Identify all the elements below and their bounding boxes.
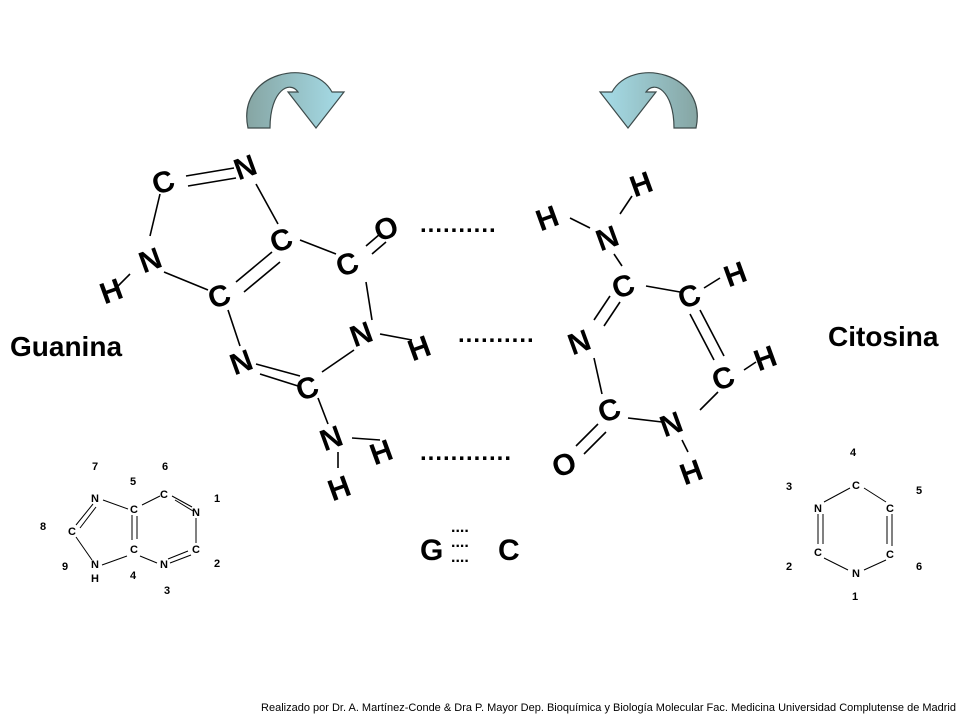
purine-number-5: 5: [130, 476, 136, 488]
purine-atom-h9: H: [91, 573, 99, 585]
cytosine-atom-c4: C: [608, 268, 640, 306]
purine-number-1: 1: [214, 493, 220, 505]
pyrimidine-atom-n3: N: [814, 503, 822, 515]
cytosine-atom-n3: N: [564, 324, 596, 362]
pyrimidine-number-3: 3: [786, 481, 792, 493]
purine-number-9: 9: [62, 561, 68, 573]
purine-atom-c6: C: [160, 489, 168, 501]
guanine-atom-n3: N: [226, 344, 258, 382]
guanine-atom-o6: O: [370, 210, 403, 249]
guanine-atom-h1: H: [404, 330, 436, 368]
guanine-atom-c4: C: [204, 278, 236, 316]
pair-dots: ....: [451, 549, 469, 566]
guanine-atom-n2: N: [316, 420, 348, 458]
cytosine-bonds: [569, 195, 757, 455]
pyrimidine-atom-c4: C: [852, 480, 860, 492]
pyrimidine-number-6: 6: [916, 561, 922, 573]
purine-number-2: 2: [214, 558, 220, 570]
guanine-label: Guanina: [10, 331, 122, 362]
purine-atom-n9: N: [91, 559, 99, 571]
cytosine-label: Citosina: [828, 321, 939, 352]
guanine-atom-c8: C: [148, 164, 180, 202]
pyrimidine-atom-n1: N: [852, 568, 860, 580]
pyrimidine-number-1: 1: [852, 591, 858, 603]
pair-letter-g: G: [420, 534, 443, 567]
guanine-atom-n7: N: [230, 149, 262, 187]
pair-letter-c: C: [498, 534, 520, 567]
guanine-atom-n9: N: [135, 242, 167, 280]
pyrimidine-number-2: 2: [786, 561, 792, 573]
purine-number-3: 3: [164, 585, 170, 597]
guanine-atom-h2a: H: [366, 434, 398, 472]
pair-dots: ....: [451, 519, 469, 536]
pyrimidine-atom-c6: C: [886, 549, 894, 561]
credit-line: Realizado por Dr. A. Martínez-Conde & Dr…: [261, 702, 956, 714]
purine-atom-n1: N: [192, 507, 200, 519]
purine-numbering-diagram: N C N H C C N C N C 7 6 5 1 8 9 4 2 3: [40, 461, 220, 597]
guanine-bonds: [117, 167, 413, 468]
curved-flip-arrow-right-icon: [246, 72, 346, 129]
cytosine-atom-h5: H: [720, 256, 752, 294]
purine-number-6: 6: [162, 461, 168, 473]
cytosine-atom-c6: C: [708, 360, 740, 398]
guanine-atom-n1: N: [346, 316, 378, 354]
cytosine-atom-h1: H: [676, 454, 708, 492]
cytosine-atom-h6: H: [750, 340, 782, 378]
purine-atom-n3: N: [160, 559, 168, 571]
purine-atom-n7: N: [91, 493, 99, 505]
purine-atom-c4: C: [130, 544, 138, 556]
guanine-atom-h9: H: [96, 273, 128, 311]
purine-atom-c2: C: [192, 544, 200, 556]
curved-flip-arrow-left-icon: [598, 72, 698, 129]
cytosine-atom-n1: N: [656, 406, 688, 444]
base-pair-notation: G .... .... .... C: [420, 519, 520, 567]
guanine-atom-c6: C: [332, 246, 364, 284]
cytosine-atom-o2: O: [548, 446, 581, 485]
purine-atom-c5: C: [130, 504, 138, 516]
guanine-atom-c2: C: [292, 370, 324, 408]
pair-dots: ....: [451, 534, 469, 551]
purine-atom-c8: C: [68, 526, 76, 538]
cytosine-atom-c2: C: [594, 392, 626, 430]
cytosine-atom-c5: C: [674, 278, 706, 316]
hydrogen-bond-dots: ..........: [458, 321, 535, 348]
hydrogen-bond-dots: ..........: [420, 211, 497, 238]
purine-number-4: 4: [130, 570, 137, 582]
pyrimidine-numbering-diagram: C N C C C N 4 3 5 2 6 1: [786, 447, 922, 603]
purine-number-7: 7: [92, 461, 98, 473]
hydrogen-bond-dots: ............: [420, 439, 512, 466]
purine-number-8: 8: [40, 521, 46, 533]
cytosine-molecule: H H N C C H N C H C N H O: [532, 166, 782, 492]
pyrimidine-atom-c2: C: [814, 547, 822, 559]
cytosine-atom-n4: N: [592, 220, 624, 258]
pyrimidine-number-4: 4: [850, 447, 857, 459]
pyrimidine-atom-c5: C: [886, 503, 894, 515]
guanine-atom-h2b: H: [324, 470, 356, 508]
cytosine-atom-h4a: H: [532, 200, 564, 238]
pyrimidine-number-5: 5: [916, 485, 922, 497]
